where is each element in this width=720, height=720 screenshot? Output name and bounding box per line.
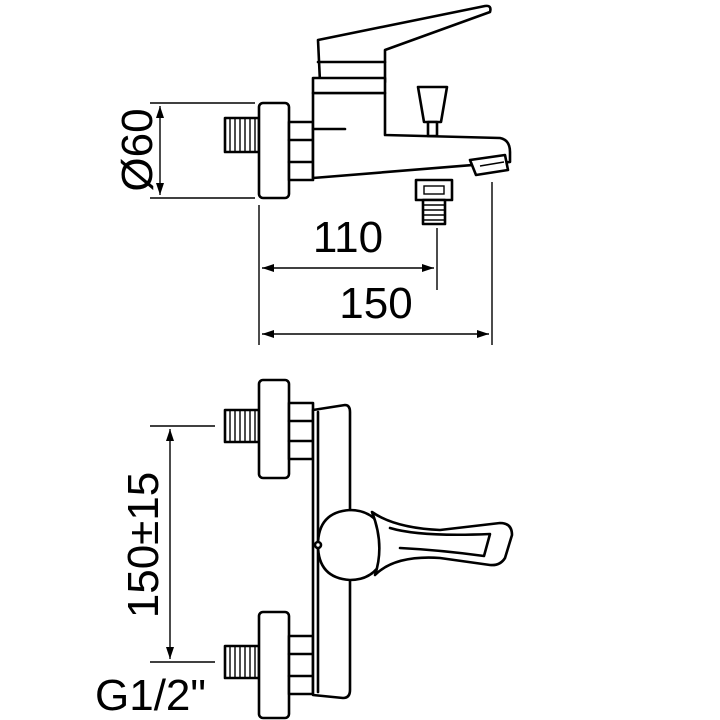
thread-label: G1/2" xyxy=(95,671,206,720)
front-view xyxy=(223,378,514,720)
lever-handle-front xyxy=(370,510,514,577)
spacing-label: 150±15 xyxy=(119,472,168,619)
inlet-thread-top xyxy=(223,116,261,154)
hex-nut-top xyxy=(287,120,315,182)
wall-flange-upper xyxy=(257,378,291,480)
hex-nut-upper xyxy=(287,401,315,461)
inlet-thread-lower xyxy=(223,644,261,680)
inlet-thread-upper xyxy=(223,408,261,444)
dimension-110: 110 xyxy=(258,205,438,290)
side-view xyxy=(223,4,512,226)
wall-flange-lower xyxy=(257,610,291,720)
mixer-body-side xyxy=(311,91,512,180)
diameter-label: Ø60 xyxy=(113,108,162,191)
dimension-spacing: 150±15 xyxy=(119,425,215,663)
lever-handle-side xyxy=(316,4,492,84)
shower-outlet xyxy=(414,178,454,226)
diverter-knob xyxy=(416,85,449,138)
hex-nut-lower xyxy=(287,634,315,696)
wall-flange-top xyxy=(257,101,291,200)
length-110-label: 110 xyxy=(313,213,383,262)
length-150-label: 150 xyxy=(339,279,412,328)
dimension-diameter: Ø60 xyxy=(113,102,255,199)
dimension-150: 150 xyxy=(258,182,493,345)
